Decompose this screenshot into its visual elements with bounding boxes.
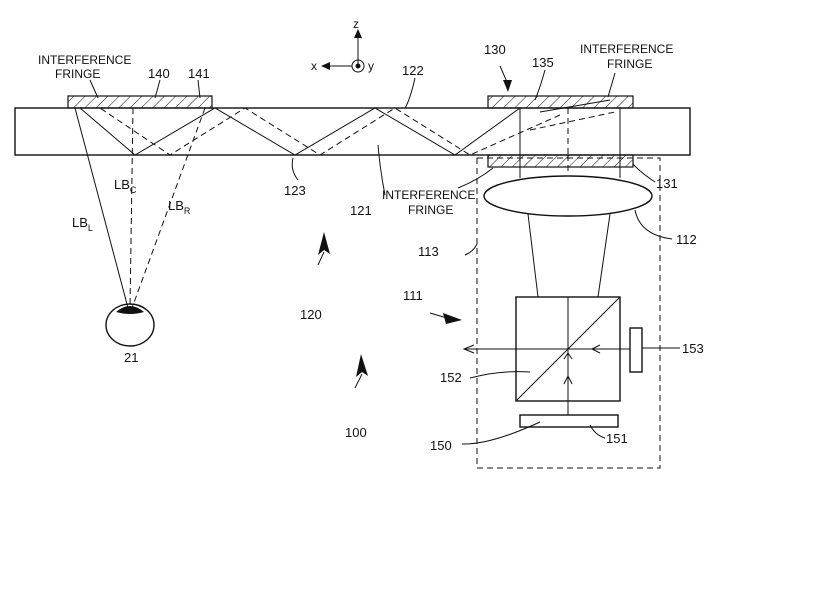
lb-c-sub: C xyxy=(130,185,137,195)
ref-140: 140 xyxy=(148,66,170,81)
display-panel xyxy=(520,415,618,427)
axis-z-label: z xyxy=(353,17,359,31)
ref-121: 121 xyxy=(350,203,372,218)
ref-123: 123 xyxy=(284,183,306,198)
lb-c-label: LBC xyxy=(114,177,137,195)
ref-111: 111 xyxy=(403,288,423,303)
ref-21: 21 xyxy=(124,350,138,365)
input-hologram-bottom xyxy=(488,155,633,167)
ref-130: 130 xyxy=(484,42,506,57)
axis-x-label: x xyxy=(311,59,317,73)
ref-141: 141 xyxy=(188,66,210,81)
guided-light-solid xyxy=(80,108,520,155)
ref-150: 150 xyxy=(430,438,452,453)
lb-c-main: LB xyxy=(114,177,130,192)
ref-131: 131 xyxy=(656,176,678,191)
light-source xyxy=(630,328,642,372)
axis-indicator: z x y xyxy=(311,17,374,73)
fringe-mid-line2: FRINGE xyxy=(408,203,453,217)
light-guide-plate xyxy=(15,108,690,155)
ref-153: 153 xyxy=(682,341,704,356)
beam-splitter-cube xyxy=(464,297,630,415)
ref-100: 100 xyxy=(345,425,367,440)
collimating-lens xyxy=(484,176,652,216)
ref-122: 122 xyxy=(402,63,424,78)
ref-113: 113 xyxy=(418,244,439,259)
fringe-left-line1: INTERFERENCE xyxy=(38,53,131,67)
lb-r-main: LB xyxy=(168,198,184,213)
lb-r-sub: R xyxy=(184,206,191,216)
lb-r-label: LBR xyxy=(168,198,191,216)
lb-l-sub: L xyxy=(88,223,93,233)
ref-112: 112 xyxy=(676,232,697,247)
ref-152: 152 xyxy=(440,370,462,385)
ref-151: 151 xyxy=(606,431,628,446)
axis-y-label: y xyxy=(368,59,374,73)
output-hologram xyxy=(68,96,212,108)
guided-light-dashed xyxy=(100,108,560,155)
fringe-right-line2: FRINGE xyxy=(607,57,652,71)
lb-l-label: LBL xyxy=(72,215,93,233)
ref-135: 135 xyxy=(532,55,554,70)
input-hologram-top xyxy=(488,96,633,108)
reference-arrows xyxy=(318,66,512,388)
fringe-mid-line1: INTERFERENCE xyxy=(382,188,475,202)
fringe-left-line2: FRINGE xyxy=(55,67,100,81)
eye xyxy=(106,304,154,346)
lb-l-main: LB xyxy=(72,215,88,230)
rays-lens-to-cube xyxy=(528,214,610,297)
fringe-right-line1: INTERFERENCE xyxy=(580,42,673,56)
ref-120: 120 xyxy=(300,307,322,322)
leader-lines xyxy=(90,70,680,444)
